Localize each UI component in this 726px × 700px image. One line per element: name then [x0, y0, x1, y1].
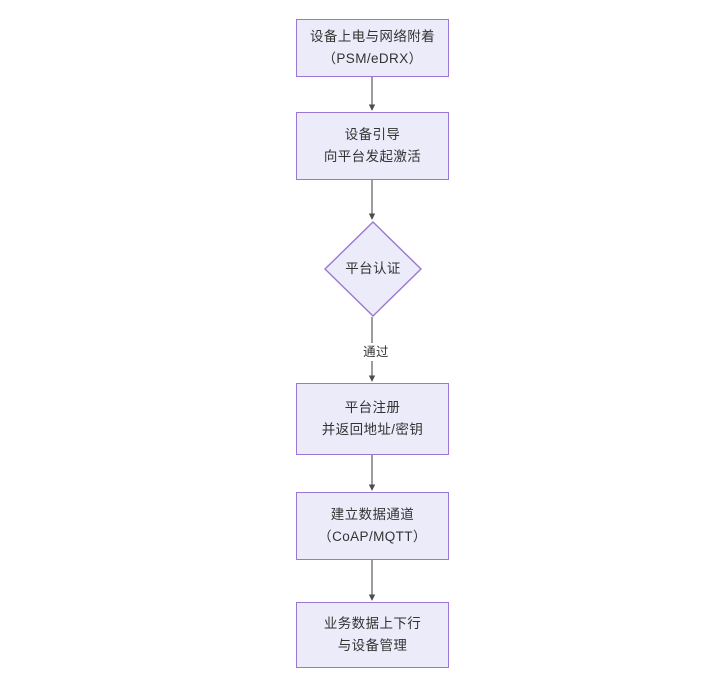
node-bootstrap-line1: 设备引导 — [344, 127, 401, 142]
node-platform-register[interactable]: 平台注册 并返回地址/密钥 — [296, 383, 449, 455]
node-platform-register-line2: 并返回地址/密钥 — [321, 422, 424, 437]
diamond-shape — [324, 221, 422, 317]
node-business-data[interactable]: 业务数据上下行 与设备管理 — [296, 602, 449, 668]
node-platform-register-line1: 平台注册 — [344, 400, 401, 415]
node-power-on[interactable]: 设备上电与网络附着 （PSM/eDRX） — [296, 19, 449, 77]
node-data-channel-line1: 建立数据通道 — [330, 507, 415, 522]
node-bootstrap[interactable]: 设备引导 向平台发起激活 — [296, 112, 449, 180]
node-business-data-line1: 业务数据上下行 — [323, 616, 422, 631]
node-power-on-line1: 设备上电与网络附着 — [309, 29, 436, 44]
node-platform-auth[interactable]: 平台认证 — [324, 221, 422, 317]
edge-label-pass: 通过 — [353, 343, 399, 361]
node-data-channel-line2: （CoAP/MQTT） — [318, 529, 427, 544]
node-business-data-line2: 与设备管理 — [337, 638, 408, 653]
node-bootstrap-line2: 向平台发起激活 — [323, 149, 422, 164]
node-platform-auth-label: 平台认证 — [345, 261, 401, 276]
node-power-on-line2: （PSM/eDRX） — [322, 51, 423, 66]
node-data-channel[interactable]: 建立数据通道 （CoAP/MQTT） — [296, 492, 449, 560]
